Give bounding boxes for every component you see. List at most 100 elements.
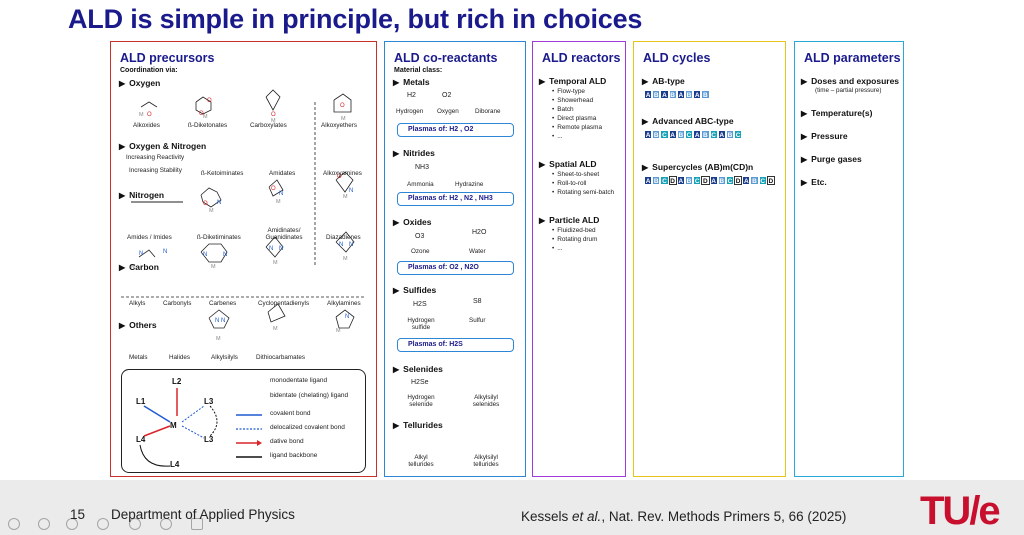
svg-text:N: N	[279, 191, 283, 197]
formula-s8: S8	[473, 298, 482, 305]
cycle-step-a: A	[742, 176, 751, 185]
svg-text:M: M	[203, 114, 208, 120]
param-etc: Etc.	[801, 177, 827, 187]
bond-legend-lines	[236, 414, 262, 458]
formula-h2s: H2S	[413, 301, 427, 308]
svg-text:N: N	[345, 314, 349, 320]
svg-text:N: N	[217, 200, 221, 206]
cycle-step-a: A	[676, 90, 685, 99]
cycle-step-a: A	[676, 176, 685, 185]
camera-icon[interactable]	[191, 518, 203, 530]
svg-text:O: O	[340, 103, 345, 109]
svg-text:M: M	[341, 116, 346, 122]
plasma-metals: Plasmas of: H2 , O2	[397, 123, 514, 137]
cycle-abc: Advanced ABC-type	[642, 116, 733, 126]
cycle-step-b: B	[652, 130, 661, 139]
reactor-item: ...	[552, 133, 562, 140]
citation-etal: et al.	[572, 509, 602, 524]
param-doses-note: (time – partial pressure)	[815, 87, 882, 94]
label-metals: Metals	[129, 354, 148, 361]
param-doses: Doses and exposures	[801, 76, 899, 86]
label-alkyl-tellurides: Alkyl tellurides	[408, 454, 434, 468]
cycle-step-c: C	[660, 176, 669, 185]
precursors-heading: ALD precursors	[120, 51, 215, 65]
svg-text:L3: L3	[204, 397, 214, 406]
svg-text:M: M	[216, 336, 221, 342]
cycle-step-c: C	[734, 130, 743, 139]
legend-dative: dative bond	[270, 438, 304, 445]
label-alkoxides: Alkoxides	[133, 122, 160, 129]
cycle-step-a: A	[693, 90, 702, 99]
zoom-icon[interactable]	[129, 518, 141, 530]
cycle-step-b: B	[750, 176, 759, 185]
label-ammonia: Ammonia	[407, 181, 434, 188]
label-hydrazine: Hydrazine	[455, 181, 484, 188]
label-diazadienes: Diazadienes	[326, 234, 361, 241]
reactor-temporal: Temporal ALD	[539, 76, 606, 86]
department: Department of Applied Physics	[111, 507, 295, 522]
grid-icon[interactable]	[97, 518, 109, 530]
legend-bidentate: bidentate (chelating) ligand	[270, 392, 349, 399]
svg-text:L1: L1	[136, 397, 146, 406]
slide-title: ALD is simple in principle, but rich in …	[68, 4, 643, 34]
reactor-item: Batch	[552, 106, 573, 113]
svg-text:O: O	[207, 98, 212, 104]
cycle-step-a: A	[693, 130, 702, 139]
next-slide-icon[interactable]	[38, 518, 50, 530]
parameters-panel: ALD parameters Doses and exposures (time…	[794, 41, 904, 477]
svg-text:M: M	[343, 256, 348, 262]
svg-text:O: O	[271, 186, 276, 192]
reactor-item: Showerhead	[552, 97, 593, 104]
svg-text:N: N	[223, 252, 227, 258]
section-tellurides: Tellurides	[393, 420, 443, 430]
tue-logo: TU/e	[920, 489, 1001, 533]
cycle-step-a: A	[709, 176, 718, 185]
cycle-step-d: D	[734, 176, 743, 185]
label-water: Water	[469, 248, 486, 255]
material-class-label: Material class:	[394, 67, 443, 74]
cycle-step-c: C	[725, 176, 735, 185]
coreactants-heading: ALD co-reactants	[394, 51, 498, 65]
formula-h2: H2	[407, 92, 416, 99]
svg-text:M: M	[273, 260, 278, 266]
svg-text:M: M	[336, 328, 341, 334]
pen-icon[interactable]	[66, 518, 78, 530]
cycle-step-c: C	[693, 176, 702, 185]
section-selenides: Selenides	[393, 364, 443, 374]
label-increasing-reactivity: Increasing Reactivity	[126, 154, 185, 161]
reactor-item: Rotating semi-batch	[552, 189, 614, 196]
label-ketoiminates: ß-Ketoiminates	[201, 170, 244, 177]
more-icon[interactable]	[160, 518, 172, 530]
cycle-step-b: B	[684, 90, 694, 99]
label-amidinates: Amidinates/ Guanidinates	[265, 227, 303, 241]
svg-text:M: M	[139, 112, 144, 118]
reactors-panel: ALD reactors Temporal ALD Flow-type Show…	[532, 41, 626, 477]
svg-text:L3: L3	[204, 435, 214, 444]
reactor-item: Roll-to-roll	[552, 180, 586, 187]
svg-text:N: N	[215, 318, 219, 324]
label-amides-imides: Amides / Imides	[127, 234, 172, 241]
svg-text:N: N	[269, 246, 273, 252]
svg-text:M: M	[273, 326, 278, 332]
label-diketiminates: ß-Diketiminates	[197, 234, 241, 241]
cycle-step-c: C	[684, 130, 694, 139]
coordination-label: Coordination via:	[120, 67, 178, 74]
svg-text:M: M	[271, 118, 276, 124]
svg-text:N: N	[139, 251, 143, 257]
svg-text:M: M	[343, 194, 348, 200]
legend-covalent: covalent bond	[270, 410, 311, 417]
cycles-heading: ALD cycles	[643, 51, 711, 65]
section-carbon: Carbon	[119, 262, 159, 272]
section-nitrogen: Nitrogen	[119, 190, 164, 200]
svg-text:O: O	[199, 111, 204, 117]
plasma-nitrides: Plasmas of: H2 , N2 , NH3	[397, 192, 514, 206]
cycle-step-a: A	[644, 176, 653, 185]
prev-slide-icon[interactable]	[8, 518, 20, 530]
formula-nh3: NH3	[415, 164, 430, 171]
legend-backbone: ligand backbone	[270, 452, 318, 459]
label-halides: Halides	[169, 354, 190, 361]
